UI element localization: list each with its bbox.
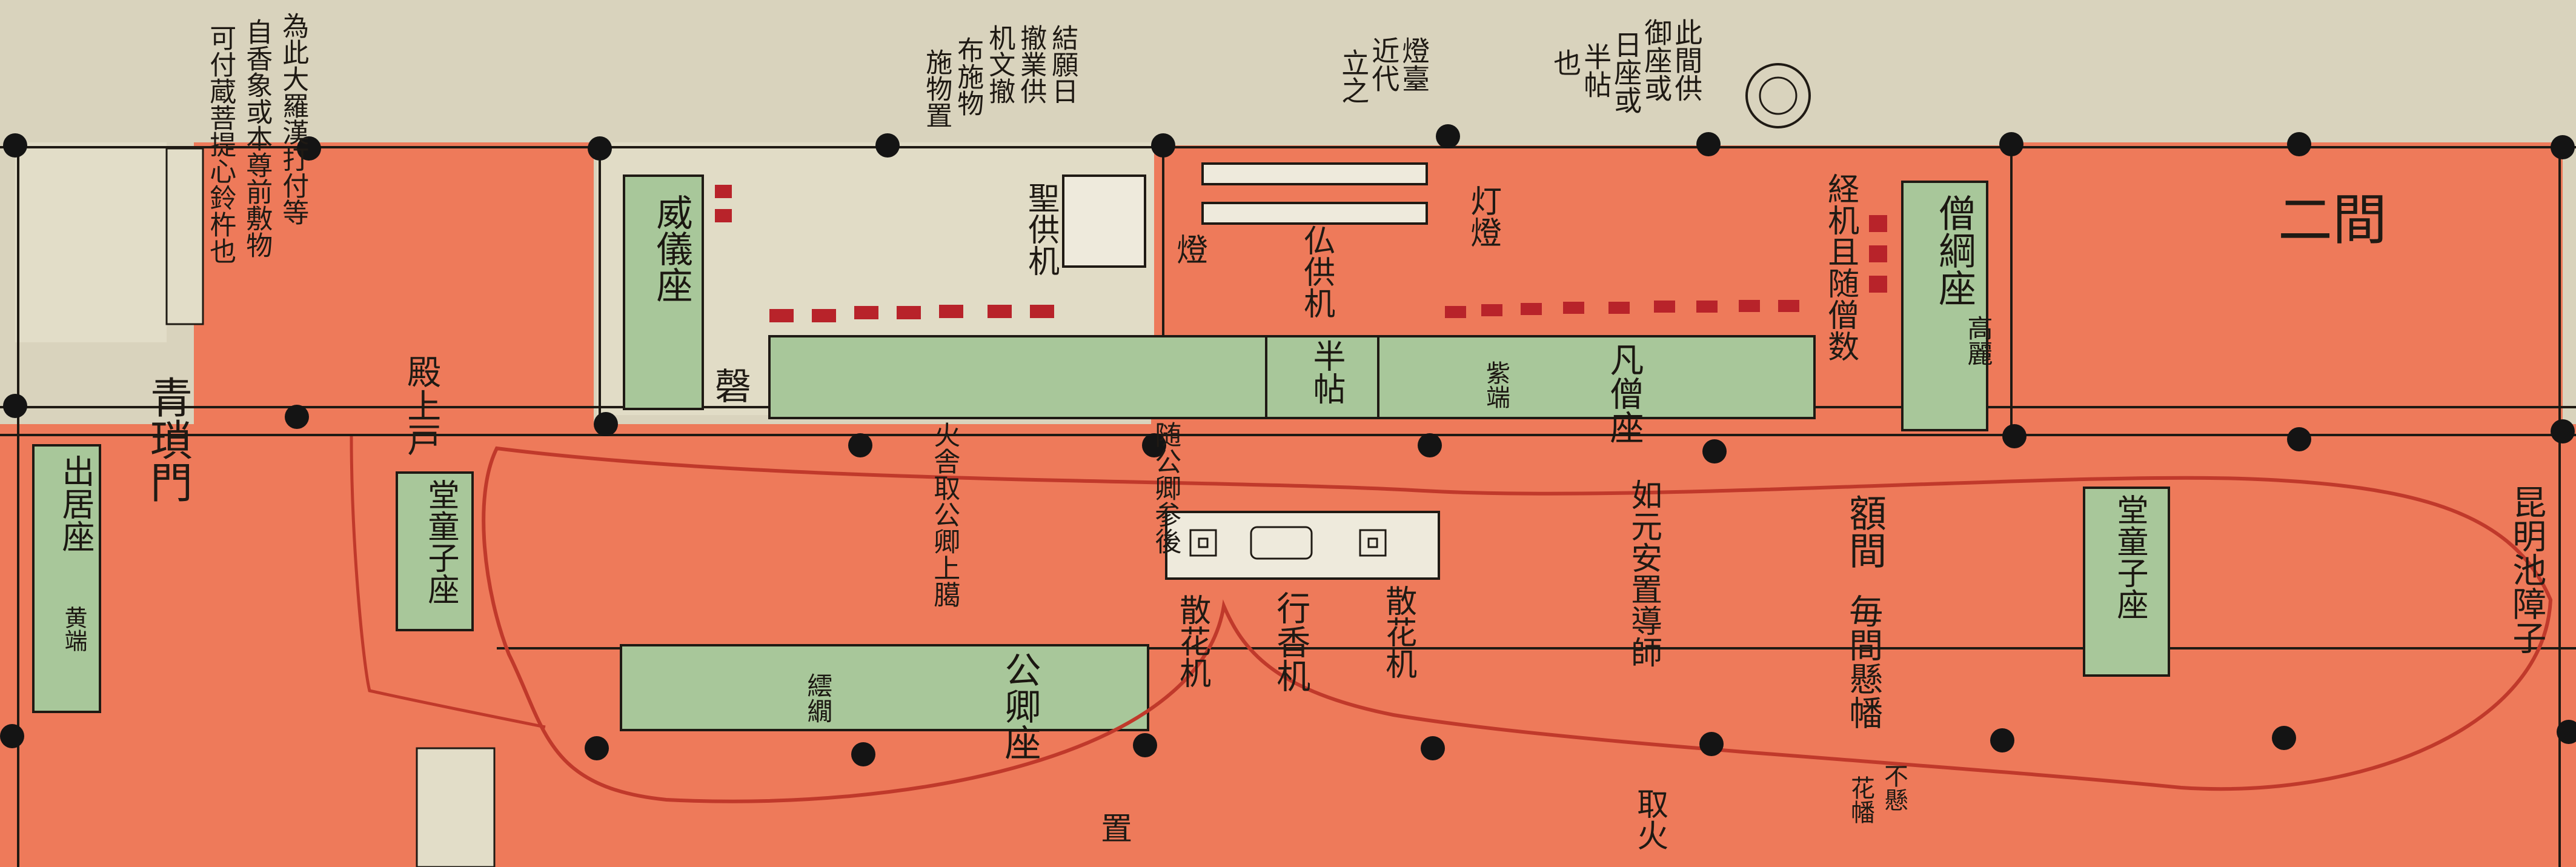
top-note-11: 立之 bbox=[1337, 48, 1370, 104]
red-floor-areas bbox=[0, 142, 2576, 867]
top-note-14: 日座或 bbox=[1610, 30, 1643, 114]
mat-doji-left: 堂童子座 bbox=[422, 479, 459, 605]
annotation-hakan: 不懸 bbox=[1880, 763, 1908, 812]
top-note-10: 近代 bbox=[1367, 36, 1401, 92]
mat-bonno: 凡僧座 bbox=[1604, 342, 1644, 444]
mat-kyoso-edge: 高麗 bbox=[1964, 315, 1993, 366]
annotation-route-1: 火舎取公卿上臈 bbox=[929, 421, 960, 608]
altar-vessels bbox=[1189, 526, 1387, 560]
building-outline bbox=[0, 142, 2576, 867]
top-note-12: 此間供 bbox=[1670, 18, 1704, 102]
procession-route bbox=[482, 446, 2553, 803]
label-sange-left: 散花机 bbox=[1173, 594, 1210, 688]
top-note-9: 燈臺 bbox=[1398, 36, 1431, 92]
mat-shutsugo-edge: 黄端 bbox=[61, 606, 87, 652]
top-note-3: 為此大羅漢打付等 bbox=[277, 12, 309, 225]
top-note-16: 也 bbox=[1549, 48, 1582, 76]
label-gyoko-ki: 行香机 bbox=[1270, 591, 1310, 693]
annotation-torihi: 取火 bbox=[1631, 788, 1668, 851]
room-niken: 二間 bbox=[2278, 188, 2387, 252]
mat-ikan: 威儀座 bbox=[650, 194, 692, 303]
mat-bonno-edge: 紫端 bbox=[1482, 360, 1510, 409]
label-seikyo-ki: 聖供机 bbox=[1022, 182, 1059, 276]
annotation-oku: 置 bbox=[1095, 812, 1132, 843]
mat-hanjo: 半帖 bbox=[1307, 339, 1346, 405]
label-bukkyo-ki: 仏供机 bbox=[1298, 224, 1335, 319]
top-note-6: 机文撤 bbox=[984, 24, 1015, 104]
annotation-hakan-2: 花幡 bbox=[1847, 776, 1874, 824]
altar-furniture bbox=[1062, 162, 1440, 580]
label-kei: 磬 bbox=[715, 366, 751, 408]
annotation-route-2: 随公卿参後 bbox=[1150, 421, 1181, 554]
annotation-maikan: 毎間懸幡 bbox=[1843, 594, 1883, 729]
top-note-2: 自香象或本尊前敷物 bbox=[241, 18, 273, 258]
top-note-13: 御座或 bbox=[1640, 18, 1673, 102]
room-seiryomon: 青瑣門 bbox=[143, 376, 193, 503]
label-right-toki: 灯燈 bbox=[1464, 185, 1501, 248]
top-note-4: 結願日 bbox=[1047, 24, 1078, 104]
annotation-konmeichi: 昆明池障子 bbox=[2506, 485, 2546, 654]
top-note-5: 撤業供 bbox=[1015, 24, 1047, 104]
top-note-8: 施物置 bbox=[921, 48, 952, 128]
top-note-1: 可付蔵菩提心鈴杵也 bbox=[205, 24, 236, 264]
offering-blocks bbox=[715, 185, 1887, 322]
mat-doji-right: 堂童子座 bbox=[2111, 494, 2148, 620]
mat-kyosoza: 僧綱座 bbox=[1932, 194, 1976, 307]
annotation-nyogen: 如元安置導師 bbox=[1625, 479, 1662, 668]
label-sange-right: 散花机 bbox=[1379, 585, 1416, 679]
annotation-kyokisho: 経机且随僧数 bbox=[1822, 173, 1859, 362]
mat-kugyo: 公卿座 bbox=[998, 651, 1041, 760]
pillars bbox=[0, 124, 2576, 766]
room-denjo: 殿上戸 bbox=[401, 354, 441, 456]
label-hei-toki: 燈 bbox=[1170, 233, 1207, 265]
top-note-7: 布施物 bbox=[952, 36, 984, 116]
mat-kugyo-edge: 繧繝 bbox=[803, 673, 833, 723]
seal-stamp bbox=[1745, 63, 1811, 128]
mat-shutsugo: 出居座 bbox=[56, 454, 95, 553]
top-note-15: 半帖 bbox=[1579, 42, 1613, 98]
annotation-gakuma: 額間 bbox=[1842, 494, 1887, 569]
mats-layer bbox=[32, 174, 2170, 731]
